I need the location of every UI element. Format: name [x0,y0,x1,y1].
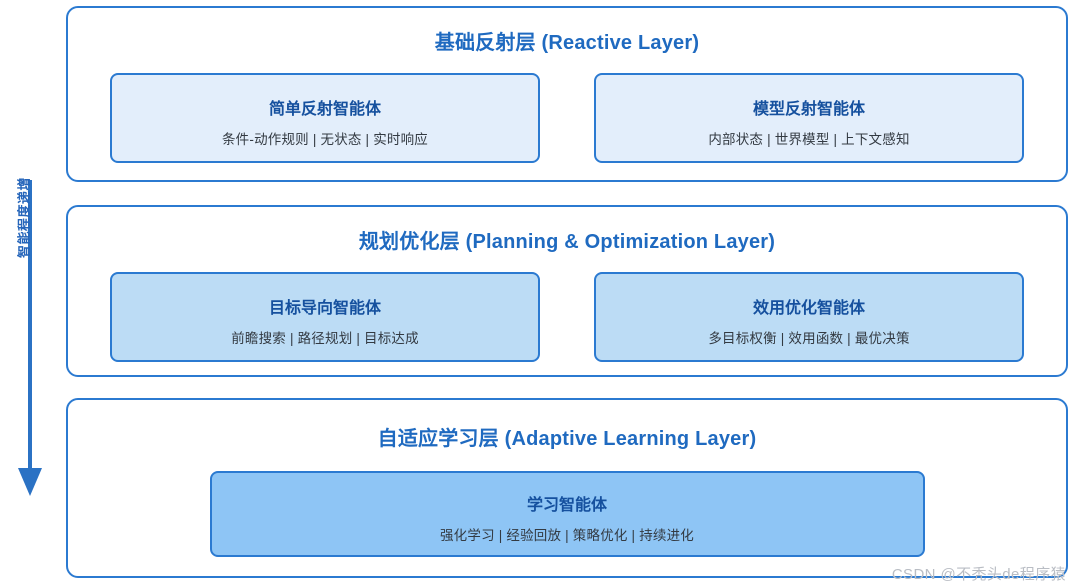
agent-card-title: 简单反射智能体 [268,101,381,118]
agent-card-title: 学习智能体 [526,497,607,514]
agent-card-title: 目标导向智能体 [268,300,381,317]
agent-card-title: 效用优化智能体 [752,300,865,317]
layer-planning-optimization: 规划优化层 (Planning & Optimization Layer) 目标… [66,205,1068,377]
down-arrow-icon [18,468,42,496]
agent-card-subtitle: 内部状态 | 世界模型 | 上下文感知 [708,132,910,147]
agent-card[interactable]: 学习智能体 强化学习 | 经验回放 | 策略优化 | 持续进化 [209,471,925,557]
layer-card-row: 目标导向智能体 前瞻搜索 | 路径规划 | 目标达成 效用优化智能体 多目标权衡… [68,272,1066,362]
agent-card[interactable]: 简单反射智能体 条件-动作规则 | 无状态 | 实时响应 [110,73,540,163]
layer-title: 基础反射层 (Reactive Layer) [434,32,700,54]
agent-card-subtitle: 前瞻搜索 | 路径规划 | 目标达成 [231,331,419,346]
layer-title: 自适应学习层 (Adaptive Learning Layer) [377,428,757,450]
layer-reactive: 基础反射层 (Reactive Layer) 简单反射智能体 条件-动作规则 |… [66,6,1068,182]
axis-label: 智能程度递增 [16,177,32,259]
axis-line [28,180,32,472]
layer-adaptive-learning: 自适应学习层 (Adaptive Learning Layer) 学习智能体 强… [66,398,1068,578]
intelligence-axis: 智能程度递增 [0,0,66,586]
layer-card-row: 简单反射智能体 条件-动作规则 | 无状态 | 实时响应 模型反射智能体 内部状… [68,73,1066,163]
agent-card-subtitle: 强化学习 | 经验回放 | 策略优化 | 持续进化 [439,528,695,543]
agent-card-subtitle: 条件-动作规则 | 无状态 | 实时响应 [221,132,428,147]
agent-card-subtitle: 多目标权衡 | 效用函数 | 最优决策 [708,331,910,346]
agent-card[interactable]: 模型反射智能体 内部状态 | 世界模型 | 上下文感知 [594,73,1024,163]
layer-card-row: 学习智能体 强化学习 | 经验回放 | 策略优化 | 持续进化 [68,471,1066,557]
watermark: CSDN @不秃头de程序猿 [891,566,1066,583]
layer-title: 规划优化层 (Planning & Optimization Layer) [358,231,776,253]
agent-card-title: 模型反射智能体 [752,101,865,118]
agent-card[interactable]: 目标导向智能体 前瞻搜索 | 路径规划 | 目标达成 [110,272,540,362]
agent-card[interactable]: 效用优化智能体 多目标权衡 | 效用函数 | 最优决策 [594,272,1024,362]
